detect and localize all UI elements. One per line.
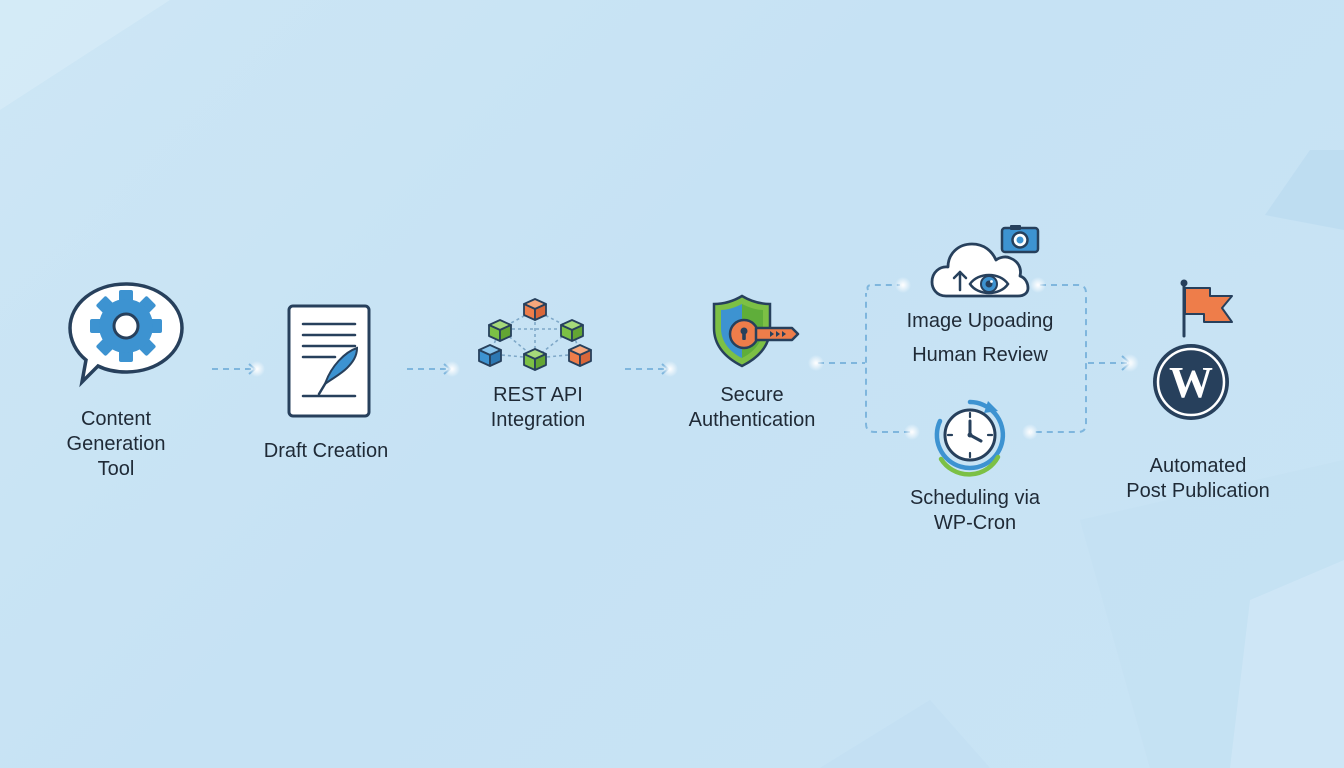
step-label-draft-creation: Draft Creation (246, 439, 406, 464)
label-line: REST API (493, 384, 583, 406)
label-line: WP-Cron (933, 512, 1017, 534)
label-line: Scheduling via (909, 487, 1041, 509)
step-label-image-uploading: Image Upoading (890, 309, 1070, 334)
label-line: Image Upoading (906, 310, 1054, 332)
step-label-scheduling: Scheduling via WP-Cron (885, 486, 1065, 536)
step-label-rest-api: REST API Integration (468, 383, 608, 433)
svg-text:W: W (1169, 358, 1213, 407)
label-line: Tool (97, 458, 135, 480)
label-line: Automated (1149, 455, 1247, 477)
step-label-secure-auth: Secure Authentication (672, 383, 832, 433)
label-line: Authentication (688, 409, 816, 431)
step-label-content-generation: Content Generation Tool (46, 407, 186, 482)
branch-box (865, 284, 1087, 433)
clock-refresh-icon (934, 399, 1006, 477)
label-line: Draft Creation (263, 440, 389, 462)
label-line: Content (80, 408, 152, 430)
cloud-eye-camera-icon (930, 225, 1040, 298)
step-label-human-review: Human Review (890, 343, 1070, 368)
label-line: Post Publication (1126, 480, 1270, 502)
document-quill-icon (287, 304, 371, 418)
gear-speech-bubble-icon (68, 282, 184, 388)
step-label-automated-publication: Automated Post Publication (1112, 454, 1284, 504)
wordpress-flag-icon: W (1153, 279, 1233, 420)
label-line: Secure (720, 384, 784, 406)
shield-key-icon (712, 294, 800, 368)
label-line: Human Review (912, 344, 1048, 366)
label-line: Generation (66, 433, 166, 455)
network-cubes-icon (478, 298, 592, 371)
label-line: Integration (490, 409, 586, 431)
